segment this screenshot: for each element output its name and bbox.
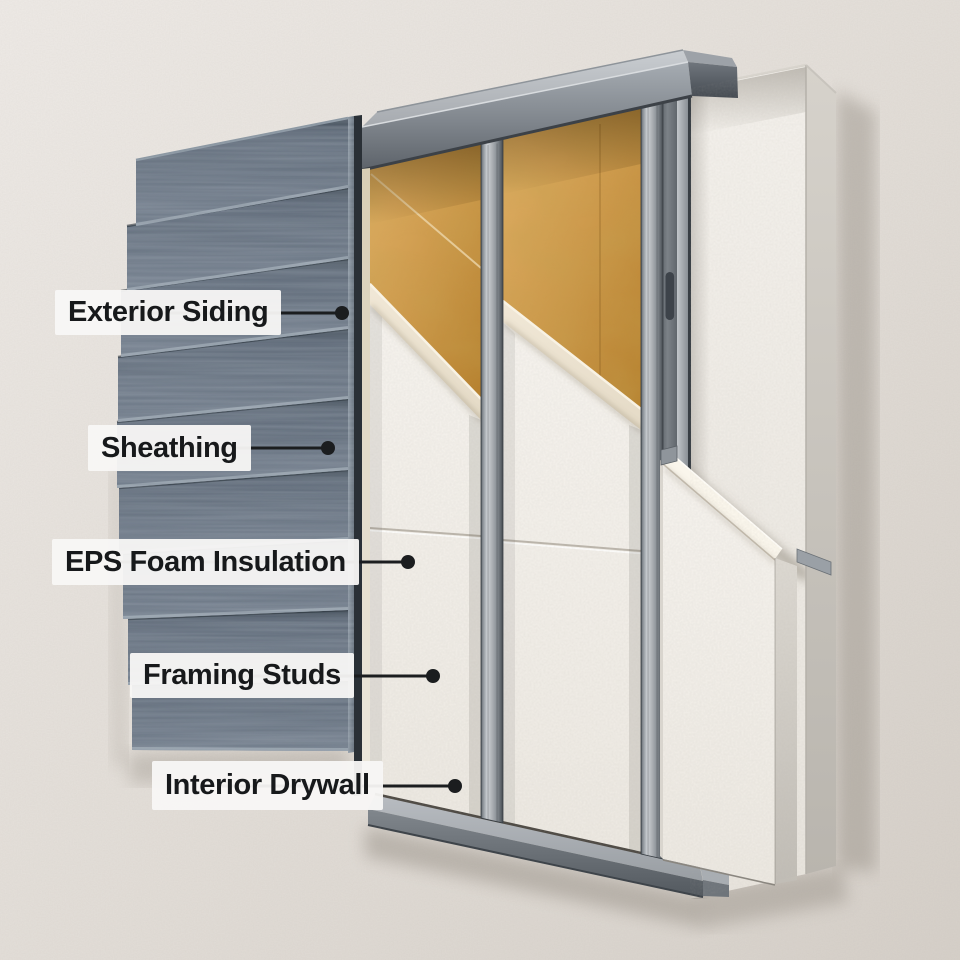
label-framing-studs: Framing Studs [130, 653, 354, 698]
top-track-front-face [362, 62, 692, 170]
siding-sheathing-gap [354, 115, 362, 796]
label-eps-foam-insulation: EPS Foam Insulation [52, 539, 359, 585]
drywall-side-face [806, 65, 836, 874]
bottom-track-front-face [368, 809, 703, 897]
leader-dot-framing-studs [426, 669, 440, 683]
foam-cut-edge-bay1 [370, 283, 481, 420]
framing-studs [480, 101, 664, 860]
sheathing-cut-edge [354, 115, 370, 796]
leader-dot-eps-foam [401, 555, 415, 569]
label-sheathing: Sheathing [88, 425, 251, 471]
label-interior-drywall: Interior Drywall [152, 761, 383, 810]
stud-right [640, 101, 664, 860]
stud-left [480, 137, 504, 824]
leader-dot-interior-drywall [448, 779, 462, 793]
bevel-corner-bracket-top [660, 445, 678, 466]
label-exterior-siding: Exterior Siding [55, 290, 282, 335]
leader-dot-sheathing [321, 441, 335, 455]
stud-slot-cutout [665, 272, 675, 320]
foam-cut-edge-bay2 [503, 300, 641, 430]
top-track-top-face [362, 50, 688, 127]
bottom-track-top-face [368, 795, 703, 881]
leader-dot-exterior-siding [335, 306, 349, 320]
